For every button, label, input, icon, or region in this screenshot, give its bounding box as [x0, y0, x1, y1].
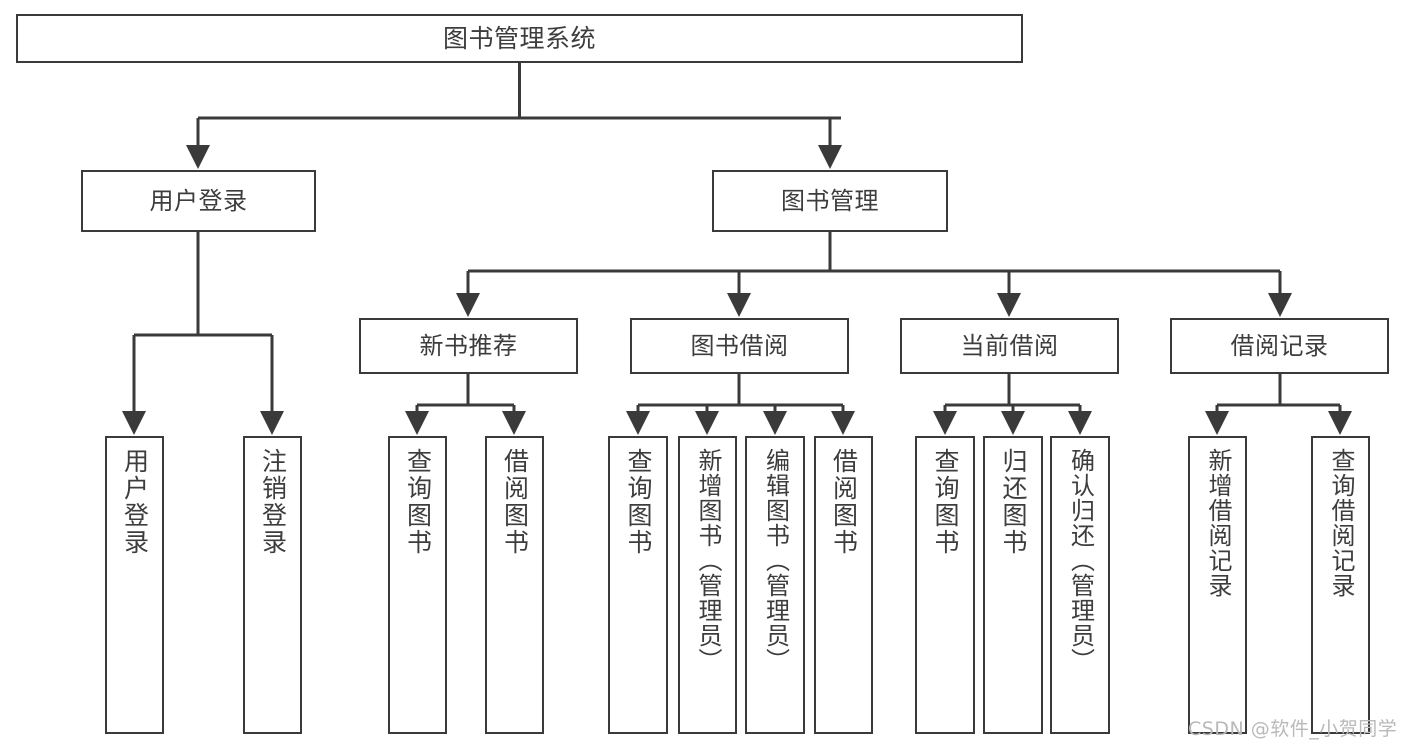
node-label: 图书管理 [781, 186, 879, 215]
node-leaf-query-book-2[interactable]: 查询图书 [608, 436, 668, 734]
node-label: 新增图书（管理员） [693, 448, 722, 673]
node-label: 新增借阅记录 [1203, 448, 1232, 598]
node-leaf-return-book[interactable]: 归还图书 [983, 436, 1043, 734]
node-leaf-confirm-return[interactable]: 确认归还（管理员） [1050, 436, 1110, 734]
node-label: 借阅图书 [500, 448, 530, 556]
node-label: 确认归还（管理员） [1066, 448, 1095, 673]
node-leaf-edit-book[interactable]: 编辑图书（管理员） [745, 436, 805, 734]
node-label: 查询图书 [403, 448, 433, 556]
node-label: 当前借阅 [960, 331, 1059, 360]
node-leaf-logout-login[interactable]: 注销登录 [243, 436, 302, 734]
node-leaf-query-book-1[interactable]: 查询图书 [388, 436, 447, 734]
node-leaf-borrow-book-2[interactable]: 借阅图书 [814, 436, 873, 734]
node-label: 图书管理系统 [442, 23, 596, 53]
node-label: 用户登录 [149, 186, 248, 215]
node-user-login[interactable]: 用户登录 [81, 170, 316, 232]
node-borrow-record[interactable]: 借阅记录 [1170, 318, 1389, 374]
node-label: 查询借阅记录 [1326, 448, 1355, 598]
node-label: 借阅图书 [829, 448, 859, 556]
node-root-book-management-system[interactable]: 图书管理系统 [16, 14, 1023, 63]
node-leaf-add-record[interactable]: 新增借阅记录 [1188, 436, 1247, 734]
node-leaf-add-book[interactable]: 新增图书（管理员） [678, 436, 737, 734]
node-book-management[interactable]: 图书管理 [712, 170, 948, 232]
node-current-borrow[interactable]: 当前借阅 [900, 318, 1119, 374]
node-leaf-borrow-book-1[interactable]: 借阅图书 [485, 436, 544, 734]
node-book-borrow[interactable]: 图书借阅 [630, 318, 849, 374]
node-leaf-query-book-3[interactable]: 查询图书 [915, 436, 975, 734]
node-label: 新书推荐 [419, 331, 518, 360]
node-label: 图书借阅 [690, 331, 789, 360]
watermark: CSDN @软件_小贺同学 [1188, 718, 1398, 740]
node-label: 查询图书 [624, 448, 653, 556]
node-label: 查询图书 [931, 448, 960, 556]
node-label: 用户登录 [120, 448, 150, 556]
node-leaf-query-record[interactable]: 查询借阅记录 [1311, 436, 1370, 734]
node-leaf-user-login[interactable]: 用户登录 [105, 436, 164, 734]
node-label: 借阅记录 [1230, 331, 1329, 360]
node-label: 归还图书 [999, 448, 1028, 556]
node-label: 注销登录 [258, 448, 288, 556]
node-new-book-recommend[interactable]: 新书推荐 [359, 318, 578, 374]
node-label: 编辑图书（管理员） [761, 448, 790, 673]
